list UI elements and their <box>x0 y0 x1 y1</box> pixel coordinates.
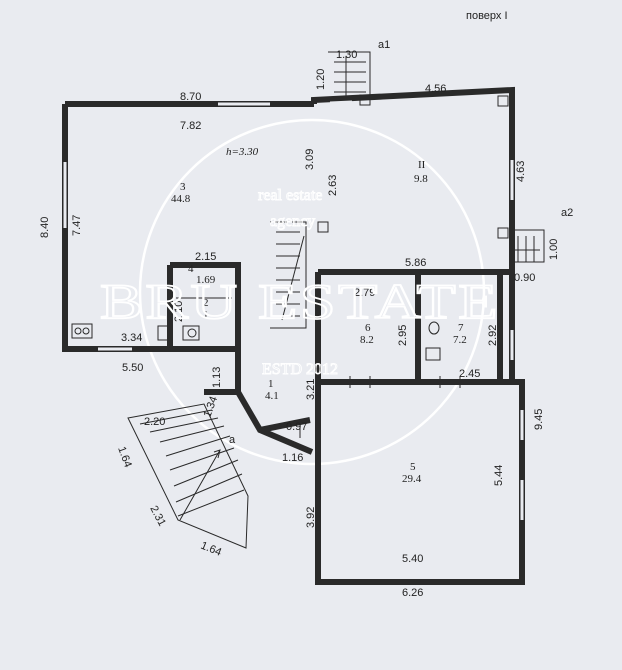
room-4-number: 4 <box>188 263 194 275</box>
dim-2-79: 2.79 <box>354 287 375 299</box>
dim-5-50: 5.50 <box>122 362 143 374</box>
dim-5-44: 5.44 <box>493 465 505 486</box>
watermark-real-estate: real estate <box>258 187 322 204</box>
marker-a: a <box>229 434 236 446</box>
dim-2-15: 2.15 <box>195 251 216 263</box>
room-7-number: 7 <box>458 322 464 334</box>
dim-3-21: 3.21 <box>305 379 317 400</box>
ceiling-height: h=3.30 <box>226 146 259 158</box>
dim-3-92: 3.92 <box>305 507 317 528</box>
wall-room-1 <box>204 349 314 455</box>
dim-5-40: 5.40 <box>402 553 423 565</box>
dim-0-97: 0.97 <box>286 421 307 433</box>
dim-2-31: 2.31 <box>147 504 168 529</box>
dim-2-20: 2.20 <box>144 416 165 428</box>
dim-1-30: 1.30 <box>336 49 357 61</box>
dim-8-70: 8.70 <box>180 91 201 103</box>
dim-8-40: 8.40 <box>39 217 51 238</box>
room-2-area: 1 <box>203 309 209 321</box>
dim-1-20: 1.20 <box>315 69 327 90</box>
dim-2-92: 2.92 <box>487 325 499 346</box>
room-3-area: 44.8 <box>171 193 191 205</box>
dim-2-10: 2.10 <box>173 301 185 322</box>
dim-3-09: 3.09 <box>304 149 316 170</box>
dim-1-16: 1.16 <box>282 452 303 464</box>
terrace-arrow <box>179 449 221 521</box>
dim-0-90: 0.90 <box>514 272 535 284</box>
room-II-area: 9.8 <box>414 173 428 185</box>
watermark-brand: BRU ESTATE <box>100 273 500 329</box>
room-4-area: 1.69 <box>196 274 216 286</box>
doors <box>299 376 461 438</box>
wall-room-6-7 <box>315 272 512 385</box>
room-2-number: 2 <box>203 297 209 309</box>
room-3-number: 3 <box>180 181 186 193</box>
dim-2-95: 2.95 <box>397 325 409 346</box>
room-5-number: 5 <box>410 461 416 473</box>
room-II-number: II <box>418 159 426 171</box>
floor-label: поверх I <box>466 10 508 22</box>
dim-9-45: 9.45 <box>533 409 545 430</box>
room-1-number: 1 <box>268 378 274 390</box>
terrace-a <box>127 403 249 549</box>
dim-5-86: 5.86 <box>405 257 426 269</box>
wall-room-II <box>311 86 515 272</box>
dim-4-56: 4.56 <box>425 83 446 95</box>
dim-1-13: 1.13 <box>211 367 223 388</box>
watermark-estd: ESTD 2012 <box>262 361 338 378</box>
dim-1-34: 1.34 <box>202 395 221 419</box>
stair <box>270 221 307 329</box>
marker-a1: a1 <box>378 39 390 51</box>
dim-3-34: 3.34 <box>121 332 142 344</box>
room-6-number: 6 <box>365 322 371 334</box>
dim-7-82: 7.82 <box>180 120 201 132</box>
fixtures <box>71 94 509 361</box>
dim-2-45: 2.45 <box>459 368 480 380</box>
dim-1-64-a: 1.64 <box>115 445 134 469</box>
room-1-area: 4.1 <box>265 390 279 402</box>
dim-6-26: 6.26 <box>402 587 423 599</box>
dim-2-63: 2.63 <box>327 175 339 196</box>
room-7-area: 7.2 <box>453 334 467 346</box>
room-5-area: 29.4 <box>402 473 422 485</box>
windows <box>63 100 524 520</box>
dim-4-63: 4.63 <box>515 161 527 182</box>
porch-a1 <box>328 51 371 98</box>
room-6-area: 8.2 <box>360 334 374 346</box>
dim-7-47: 7.47 <box>71 215 83 236</box>
dim-1-64-b: 1.64 <box>199 540 223 559</box>
marker-a2: a2 <box>561 207 573 219</box>
watermark-agency: agency <box>270 213 315 230</box>
porch-a2 <box>512 229 545 263</box>
dim-1-00: 1.00 <box>548 239 560 260</box>
wall-room-4 <box>167 262 241 349</box>
watermark-circle <box>138 118 486 466</box>
